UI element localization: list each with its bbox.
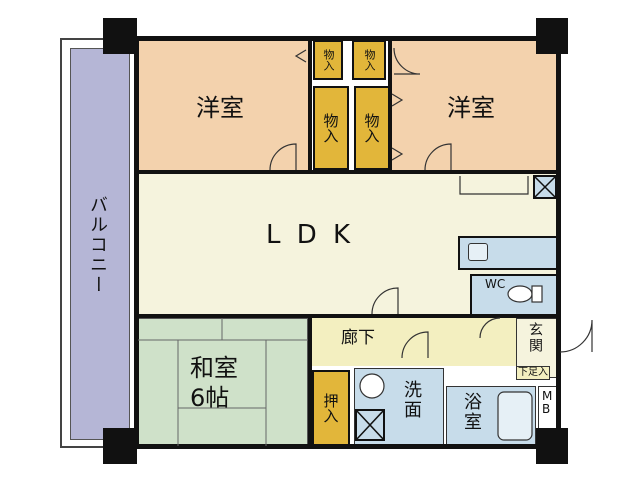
- sink: [468, 243, 488, 261]
- ldk-label: L D K: [266, 220, 355, 250]
- bathroom-label: 浴室: [461, 392, 482, 432]
- wall-right: [556, 36, 561, 449]
- pillar-top-left: [103, 18, 137, 54]
- wall-left: [134, 36, 139, 449]
- shoe-storage-label: 下足入: [516, 366, 550, 380]
- closet-top-1: 物入: [313, 40, 343, 80]
- japanese-room: [138, 318, 308, 446]
- pillar-bottom-left: [103, 428, 137, 464]
- pillar-bottom-right: [536, 428, 568, 464]
- entrance-label: 玄関: [527, 322, 543, 354]
- western-room-left: [138, 38, 310, 172]
- corridor: [312, 318, 516, 366]
- balcony: [60, 38, 140, 448]
- pillar-top-right: [536, 18, 568, 54]
- mb-label: MB: [542, 389, 553, 416]
- wall-bottom: [108, 444, 562, 449]
- western-room-left-label: 洋室: [196, 94, 244, 122]
- wall-closet-right: [388, 36, 392, 174]
- western-room-right: [390, 38, 560, 172]
- wall-japanese-right: [308, 316, 312, 448]
- western-room-right-label: 洋室: [447, 94, 495, 122]
- wall-ldk-bottom: [134, 314, 560, 318]
- wall-top: [108, 36, 562, 41]
- japanese-room-size: 6帖: [190, 384, 230, 412]
- closet-mid-2: 物入: [354, 86, 390, 170]
- balcony-label: バルコニー: [87, 195, 108, 295]
- closet-top-2: 物入: [352, 40, 386, 80]
- corridor-label: 廊下: [341, 328, 375, 348]
- washroom-label: 洗面: [401, 380, 422, 420]
- wall-mid-horizontal: [134, 170, 560, 174]
- japanese-room-label: 和室: [190, 354, 238, 382]
- oshiire: 押入: [312, 370, 350, 446]
- wall-closet-left: [308, 36, 312, 174]
- closet-mid-1: 物入: [313, 86, 349, 170]
